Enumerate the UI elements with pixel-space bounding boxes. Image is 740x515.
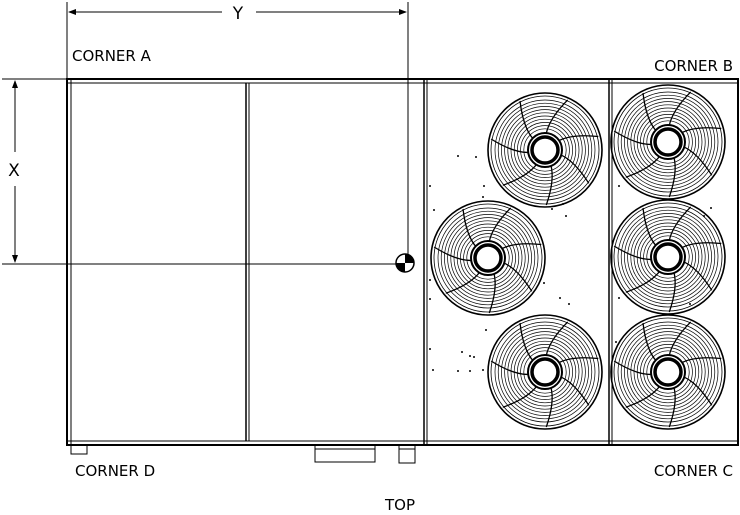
condenser-fans <box>430 84 726 430</box>
fan-guard-icon <box>610 199 726 315</box>
bottom-fittings <box>70 444 416 464</box>
fan-guard-icon <box>610 314 726 430</box>
fan-guard-icon <box>610 84 726 200</box>
fan-guard-icon <box>487 314 603 430</box>
fan-guard-icon <box>430 200 546 316</box>
corner-d-label: CORNER D <box>75 462 155 480</box>
view-label: TOP <box>384 496 415 514</box>
fan-guard-icon <box>487 92 603 208</box>
center-of-gravity-icon <box>395 253 415 273</box>
dimension-x: X <box>2 78 400 265</box>
corner-b-label: CORNER B <box>654 57 733 75</box>
dimension-x-label: X <box>8 161 20 181</box>
unit-outline <box>66 78 739 446</box>
dimension-y-label: Y <box>232 4 244 24</box>
corner-a-label: CORNER A <box>72 47 152 65</box>
dimension-y: Y <box>66 2 409 260</box>
corner-c-label: CORNER C <box>654 462 733 480</box>
